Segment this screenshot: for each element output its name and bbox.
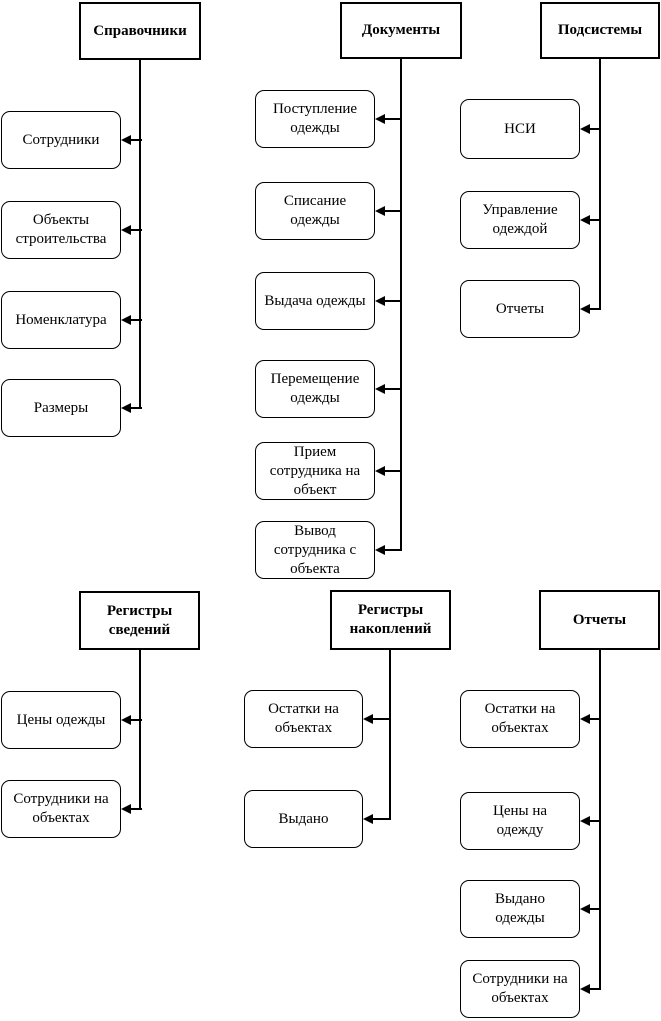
connector-arrowhead-icon [375, 206, 385, 216]
node-clothes-issue: Выдача одежды [255, 272, 375, 330]
connector-arrowhead-icon [375, 384, 385, 394]
connector-line [384, 118, 402, 120]
node-sizes: Размеры [1, 379, 121, 437]
node-clothes-writeoff: Списание одежды [255, 182, 375, 240]
node-report-employees-on-objects: Сотрудники на объектах [460, 960, 580, 1018]
connector-arrowhead-icon [375, 466, 385, 476]
connector-line [130, 319, 142, 321]
connector-arrowhead-icon [121, 225, 131, 235]
node-employee-remove-from-object: Вывод сотрудника с объекта [255, 521, 375, 579]
connector-arrowhead-icon [375, 545, 385, 555]
connector-trunk-info-registers [139, 650, 141, 810]
connector-arrowhead-icon [121, 403, 131, 413]
node-clothes-management: Управление одеждой [460, 191, 580, 249]
connector-arrowhead-icon [363, 714, 373, 724]
connector-line [589, 128, 601, 130]
connector-line [372, 718, 391, 720]
connector-line [130, 229, 142, 231]
connector-arrowhead-icon [121, 135, 131, 145]
connector-arrowhead-icon [580, 124, 590, 134]
connector-line [384, 470, 402, 472]
connector-arrowhead-icon [121, 715, 131, 725]
connector-line [589, 988, 601, 990]
connector-arrowhead-icon [580, 984, 590, 994]
node-clothes-receipt: Поступление одежды [255, 90, 375, 148]
connector-trunk-subsystems [599, 59, 601, 310]
node-issued: Выдано [244, 790, 363, 848]
connector-arrowhead-icon [363, 814, 373, 824]
connector-arrowhead-icon [375, 296, 385, 306]
connector-line [384, 388, 402, 390]
group-header-documents: Документы [340, 2, 462, 59]
group-header-reports: Отчеты [539, 590, 660, 650]
connector-line [589, 308, 601, 310]
connector-arrowhead-icon [375, 114, 385, 124]
group-header-catalogs: Справочники [79, 2, 201, 60]
group-header-accumulation-registers: Регистры накоплений [330, 590, 451, 650]
connector-line [589, 219, 601, 221]
connector-line [130, 808, 142, 810]
connector-line [384, 549, 402, 551]
connector-line [589, 908, 601, 910]
node-report-issued-clothes: Выдано одежды [460, 880, 580, 938]
node-nsi: НСИ [460, 99, 580, 159]
connector-trunk-catalogs [139, 60, 141, 409]
node-employee-assign-to-object: Прием сотрудника на объект [255, 442, 375, 500]
node-nomenclature: Номенклатура [1, 291, 121, 349]
node-employees-on-objects: Сотрудники на объектах [1, 780, 121, 838]
connector-arrowhead-icon [121, 315, 131, 325]
connector-trunk-documents [400, 59, 402, 551]
group-header-info-registers: Регистры сведений [79, 591, 200, 650]
connector-line [589, 718, 601, 720]
node-report-clothes-prices: Цены на одежду [460, 792, 580, 850]
connector-arrowhead-icon [580, 304, 590, 314]
connector-line [372, 818, 391, 820]
node-clothes-prices: Цены одежды [1, 691, 121, 749]
node-construction-objects: Объекты строительства [1, 201, 121, 259]
connector-arrowhead-icon [580, 816, 590, 826]
connector-arrowhead-icon [580, 904, 590, 914]
connector-line [384, 210, 402, 212]
connector-line [130, 139, 142, 141]
node-reports-subsystem: Отчеты [460, 280, 580, 338]
connector-line [130, 719, 142, 721]
connector-line [384, 300, 402, 302]
connector-arrowhead-icon [121, 804, 131, 814]
node-clothes-transfer: Перемещение одежды [255, 360, 375, 418]
connector-arrowhead-icon [580, 714, 590, 724]
connector-line [130, 407, 142, 409]
connector-arrowhead-icon [580, 215, 590, 225]
node-employees: Сотрудники [1, 111, 121, 169]
node-stock-on-objects: Остатки на объектах [244, 690, 363, 748]
connector-line [589, 820, 601, 822]
connector-trunk-accumulation-registers [389, 650, 391, 820]
node-report-stock-on-objects: Остатки на объектах [460, 690, 580, 748]
group-header-subsystems: Подсистемы [540, 2, 660, 59]
